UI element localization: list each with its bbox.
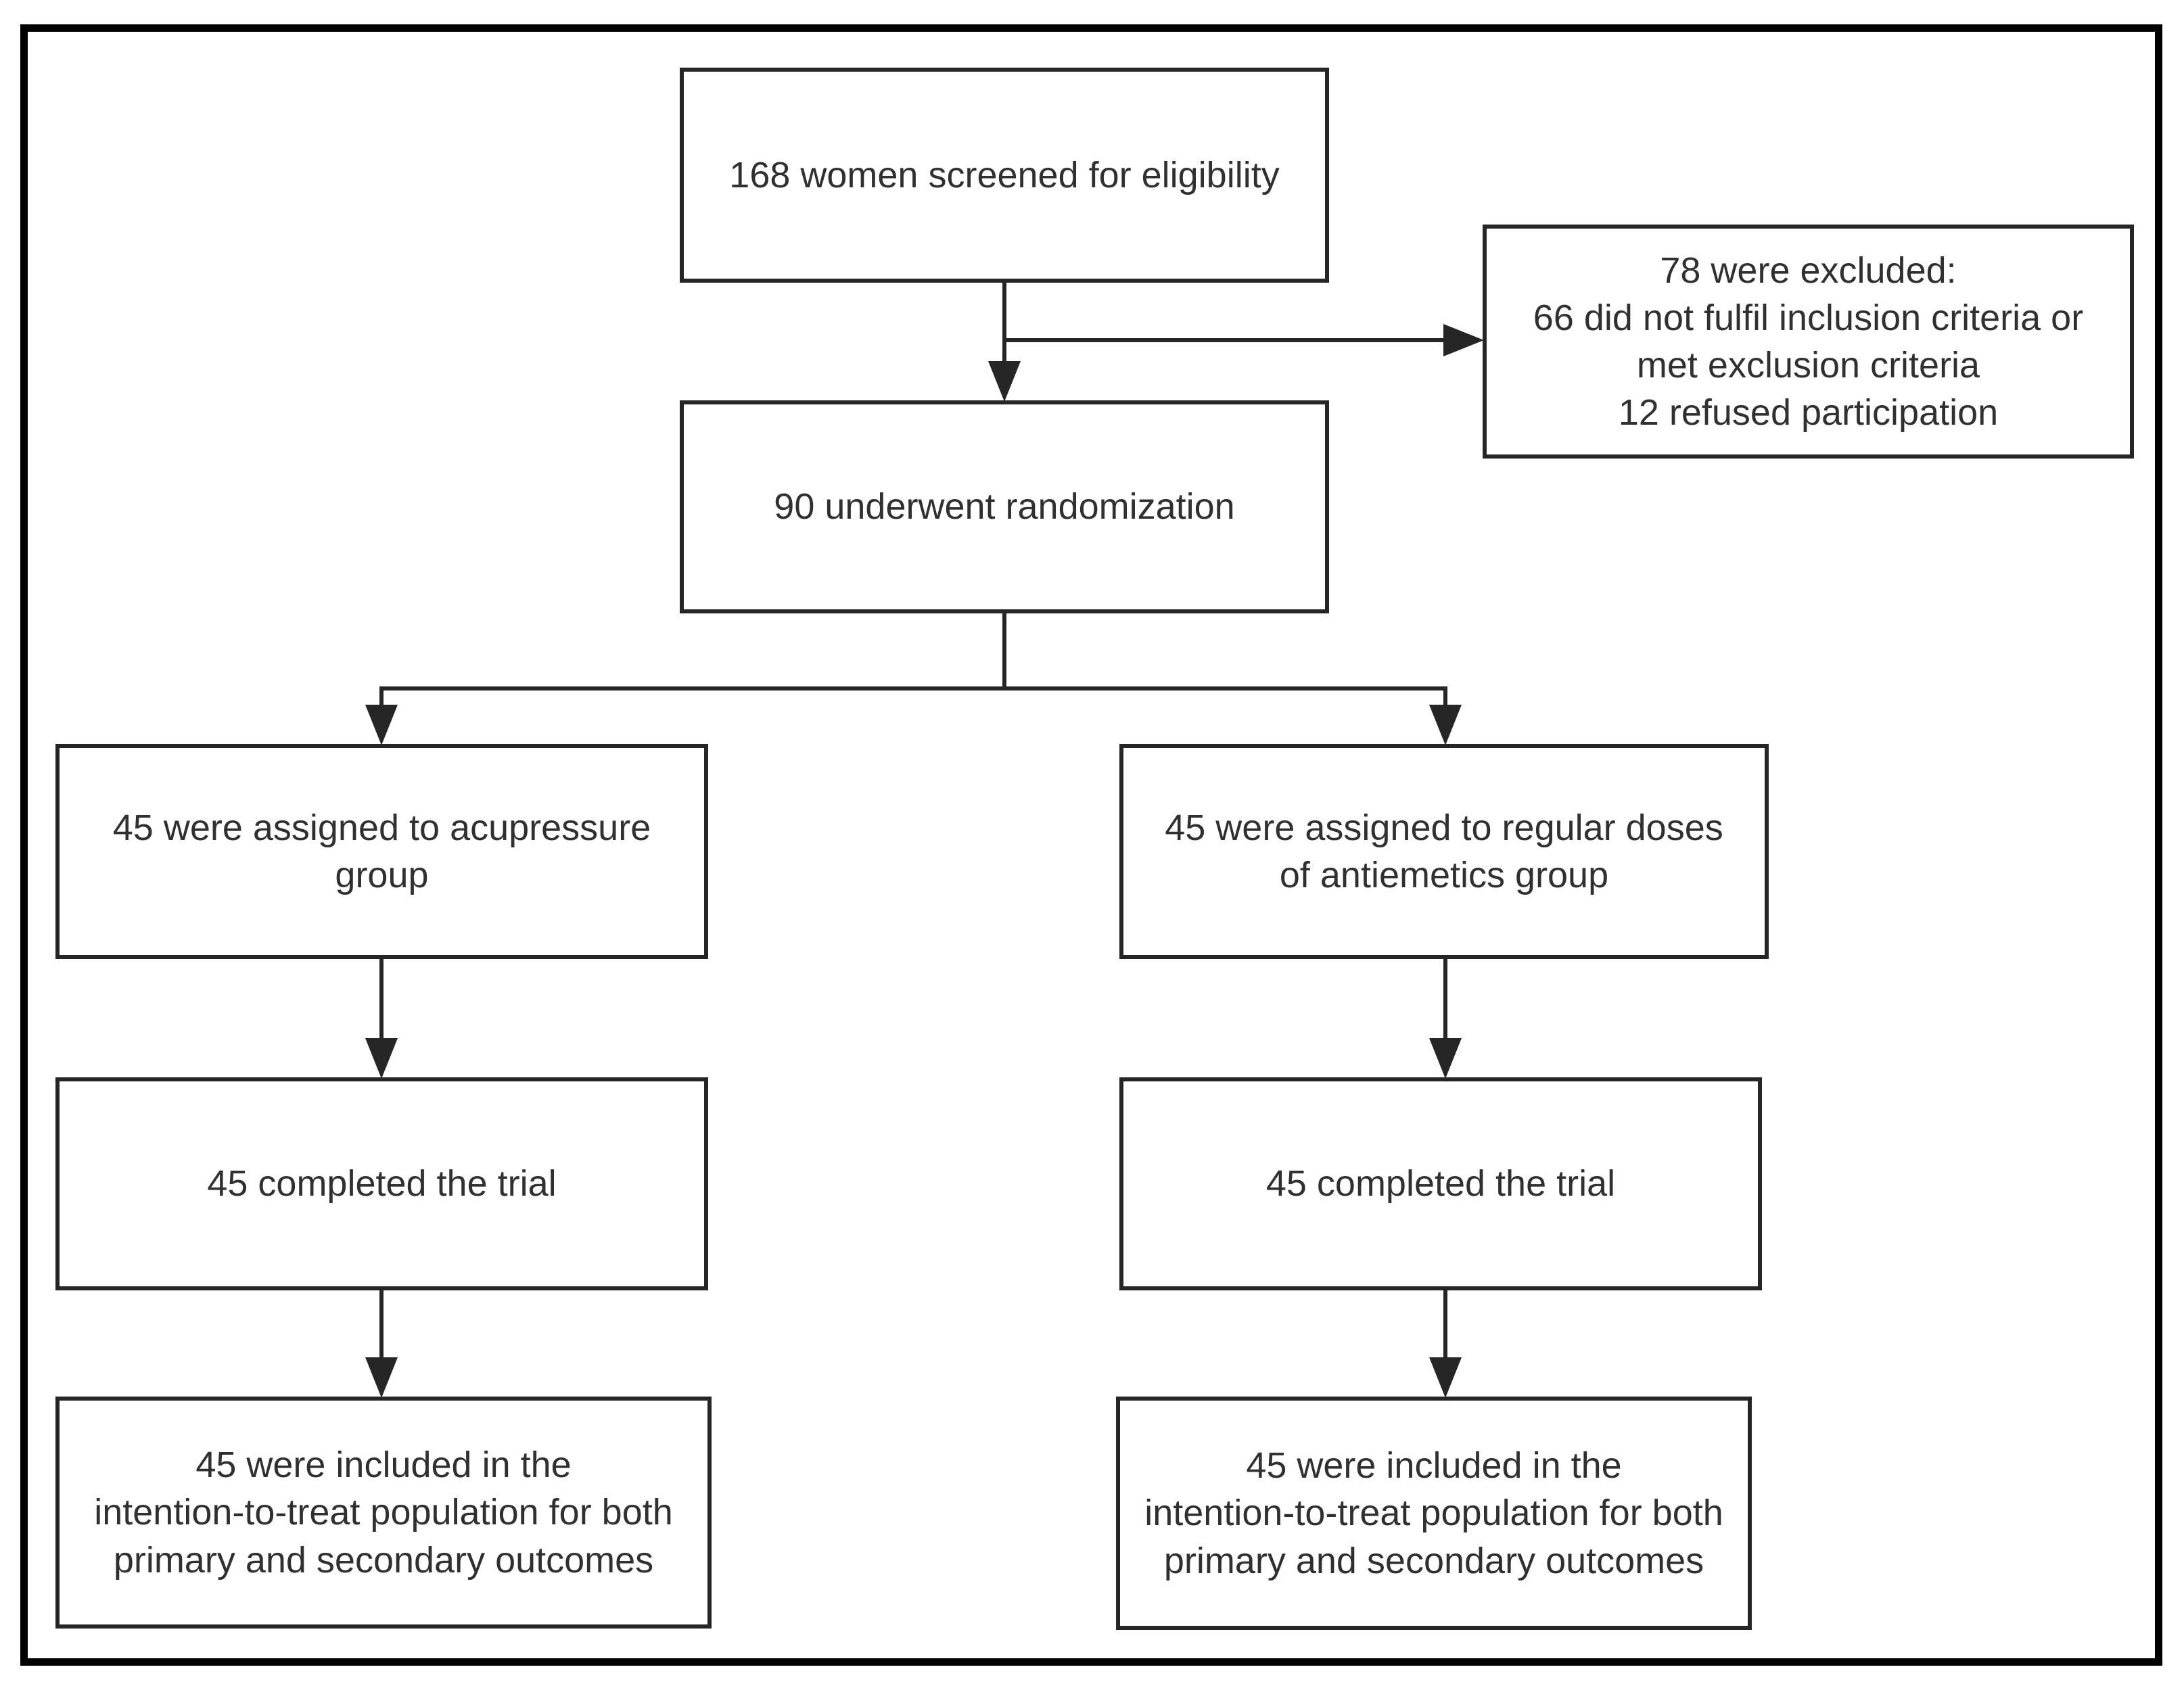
node-antiemetics-group-label: 45 were assigned to regular doses of ant… (1165, 807, 1723, 895)
arrowhead-into-completed-acupressure (365, 1038, 398, 1079)
node-completed-acupressure-label: 45 completed the trial (207, 1163, 557, 1204)
node-itt-antiemetics: 45 were included in the intention-to-tre… (1116, 1397, 1752, 1630)
arrowhead-into-randomized (988, 361, 1021, 402)
arrowhead-into-excluded (1443, 324, 1484, 356)
connector-antiemetics-completed (1443, 959, 1447, 1044)
node-antiemetics-group: 45 were assigned to regular doses of ant… (1119, 744, 1769, 959)
connector-split-acupressure (379, 686, 384, 713)
connector-to-excluded (1002, 338, 1449, 342)
node-screened: 168 women screened for eligibility (680, 68, 1329, 283)
connector-split-bar (379, 686, 1447, 690)
node-acupressure-group-label: 45 were assigned to acupressure group (112, 807, 651, 895)
node-itt-acupressure-label: 45 were included in the intention-to-tre… (94, 1445, 673, 1580)
node-completed-antiemetics: 45 completed the trial (1119, 1077, 1762, 1290)
arrowhead-into-antiemetics (1429, 705, 1462, 745)
connector-acupressure-completed (379, 959, 384, 1044)
arrowhead-into-acupressure (365, 705, 398, 745)
node-acupressure-group: 45 were assigned to acupressure group (55, 744, 708, 959)
arrowhead-into-itt-acupressure (365, 1357, 398, 1398)
node-excluded-label: 78 were excluded: 66 did not fulfil incl… (1533, 250, 2084, 434)
connector-split-antiemetics (1443, 686, 1447, 713)
node-excluded: 78 were excluded: 66 did not fulfil incl… (1483, 225, 2134, 459)
connector-randomized-split (1002, 613, 1006, 690)
connector-screened-randomized (1002, 283, 1006, 365)
node-randomized-label: 90 underwent randomization (774, 486, 1235, 528)
node-completed-acupressure: 45 completed the trial (55, 1077, 708, 1290)
connector-completed-itt-antiemetics (1443, 1290, 1447, 1361)
connector-completed-itt-acupressure (379, 1290, 384, 1361)
node-itt-acupressure: 45 were included in the intention-to-tre… (55, 1397, 712, 1629)
arrowhead-into-itt-antiemetics (1429, 1357, 1462, 1398)
diagram-border (20, 24, 2162, 1666)
node-completed-antiemetics-label: 45 completed the trial (1265, 1163, 1616, 1204)
node-screened-label: 168 women screened for eligibility (729, 154, 1280, 195)
node-itt-antiemetics-label: 45 were included in the intention-to-tre… (1144, 1445, 1723, 1581)
arrowhead-into-completed-antiemetics (1429, 1038, 1462, 1079)
node-randomized: 90 underwent randomization (680, 400, 1329, 613)
